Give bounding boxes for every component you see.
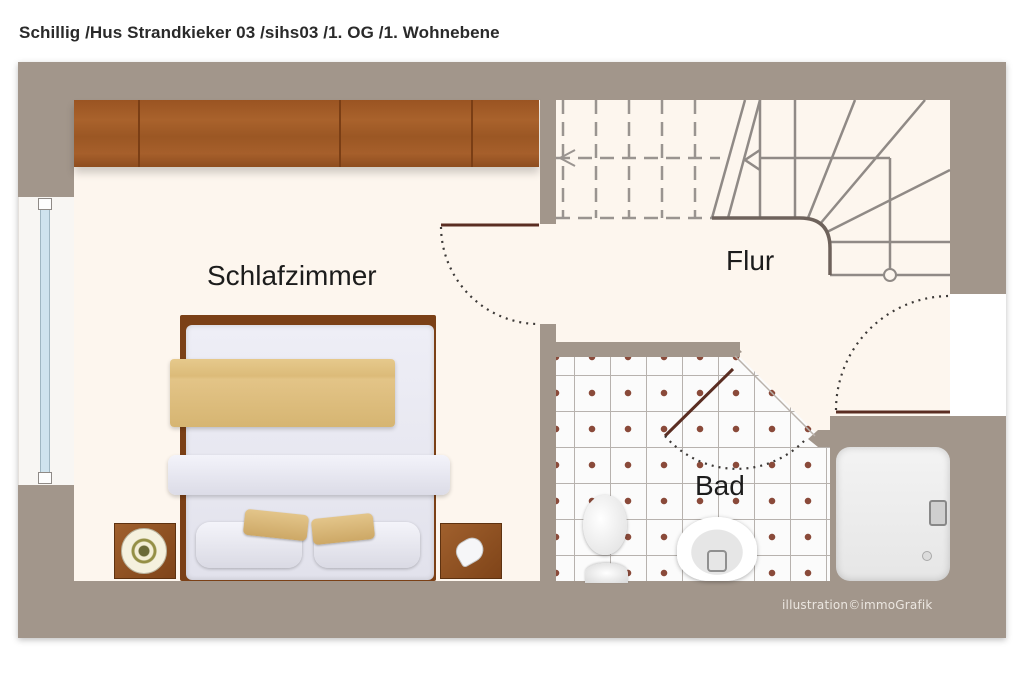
page-title: Schillig /Hus Strandkieker 03 /sihs03 /1… [19, 23, 500, 42]
bed-throw [170, 359, 395, 427]
lamp-icon [121, 528, 167, 574]
stairs-arrow-icon [557, 149, 576, 167]
illustration-credit: illustration©immoGrafik [782, 598, 933, 612]
toilet-bowl [583, 495, 627, 555]
interior-wall-lower [540, 324, 556, 582]
stairs-down [556, 100, 720, 220]
room-label-hallway: Flur [726, 245, 775, 276]
interior-wall-upper [540, 100, 556, 224]
stairs-up [710, 99, 951, 277]
bath-faucet-icon [929, 500, 947, 526]
bathroom-door-swing [664, 435, 806, 470]
stair-edge [712, 216, 832, 275]
wardrobe-door [140, 100, 341, 167]
window-frame-bottom [38, 472, 52, 484]
wardrobe [74, 100, 539, 167]
sink-faucet-icon [707, 550, 727, 572]
toilet-tank [585, 563, 628, 583]
entry-door-swing [834, 294, 951, 411]
bedroom-door-passage [520, 224, 560, 324]
bath-wall-top [540, 342, 742, 357]
handrail-post-icon [883, 268, 897, 282]
entry-opening [950, 294, 1006, 416]
bath-drain-icon [922, 551, 932, 561]
wardrobe-door [341, 100, 473, 167]
bathroom-door-leaf [663, 367, 735, 438]
room-label-bathroom: Bad [695, 470, 745, 501]
bed-blanket-fold [168, 455, 450, 495]
wardrobe-door [74, 100, 140, 167]
hallway-corner-floor [740, 342, 950, 447]
room-label-bedroom: Schlafzimmer [207, 260, 377, 291]
window-frame-top [38, 198, 52, 210]
bedroom-door-swing [439, 226, 540, 326]
